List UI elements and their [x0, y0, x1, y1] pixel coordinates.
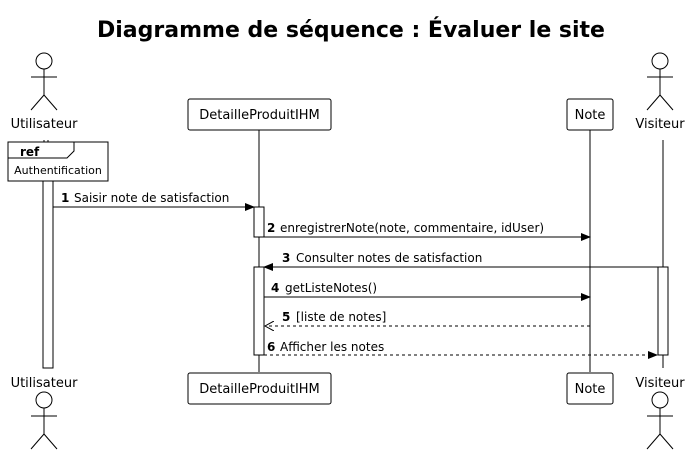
participant-note-bottom: Note: [566, 372, 614, 405]
message-number: 1: [61, 191, 69, 205]
actor-utilisateur-top: Utilisateur: [11, 52, 79, 132]
message-5: 5 [liste de notes]: [265, 310, 590, 326]
participant-label-note: Note: [575, 108, 606, 123]
ref-tab: [8, 142, 75, 159]
message-label: [liste de notes]: [296, 310, 386, 324]
message-2: 2 enregistrerNote(note, commentaire, idU…: [264, 221, 591, 241]
participant-box: [187, 372, 332, 405]
message-number: 5: [282, 310, 290, 324]
participant-label-visiteur: Visiteur: [635, 376, 685, 391]
activation-visiteur: [657, 266, 669, 356]
participant-label-ihm: DetailleProduitIHM: [199, 382, 320, 397]
message-number: 6: [267, 340, 275, 354]
message-label: enregistrerNote(note, commentaire, idUse…: [280, 221, 544, 235]
participant-label-utilisateur: Utilisateur: [11, 376, 79, 391]
stick-figure-icon: [30, 52, 58, 111]
message-number: 3: [282, 251, 290, 265]
participant-ihm-bottom: DetailleProduitIHM: [187, 372, 332, 405]
activation-utilisateur: [42, 180, 54, 369]
message-label: Afficher les notes: [280, 340, 384, 354]
stick-figure-icon: [646, 391, 674, 450]
message-3: 3 Consulter notes de satisfaction: [263, 251, 658, 271]
participant-label-utilisateur: Utilisateur: [11, 117, 79, 132]
message-1: 1 Saisir note de satisfaction: [53, 191, 255, 211]
participant-label-note: Note: [575, 382, 606, 397]
participant-label-visiteur: Visiteur: [635, 117, 685, 132]
ref-fragment: ref Authentification: [7, 141, 109, 182]
participant-box: [566, 98, 614, 131]
ref-label: Authentification: [14, 164, 102, 177]
activation-ihm-2: [253, 266, 265, 356]
message-number: 2: [267, 221, 275, 235]
activation-ihm-1: [253, 206, 265, 238]
message-6: 6 Afficher les notes: [264, 340, 658, 359]
message-4: 4 getListeNotes(): [264, 281, 591, 301]
stick-figure-icon: [30, 391, 58, 450]
diagram-title: Diagramme de séquence : Évaluer le site: [97, 17, 605, 43]
participant-note-top: Note: [566, 98, 614, 131]
actor-utilisateur-bottom: Utilisateur: [11, 376, 79, 450]
message-label: Saisir note de satisfaction: [74, 191, 229, 205]
message-label: getListeNotes(): [285, 281, 377, 295]
actor-visiteur-bottom: Visiteur: [635, 376, 685, 450]
stick-figure-icon: [646, 52, 674, 111]
participant-box: [566, 372, 614, 405]
participant-ihm-top: DetailleProduitIHM: [187, 98, 332, 131]
actor-visiteur-top: Visiteur: [635, 52, 685, 132]
message-label: Consulter notes de satisfaction: [296, 251, 482, 265]
participant-label-ihm: DetailleProduitIHM: [199, 108, 320, 123]
ref-frame: [7, 141, 109, 182]
participant-box: [187, 98, 332, 131]
ref-keyword: ref: [20, 145, 40, 159]
message-number: 4: [271, 281, 279, 295]
